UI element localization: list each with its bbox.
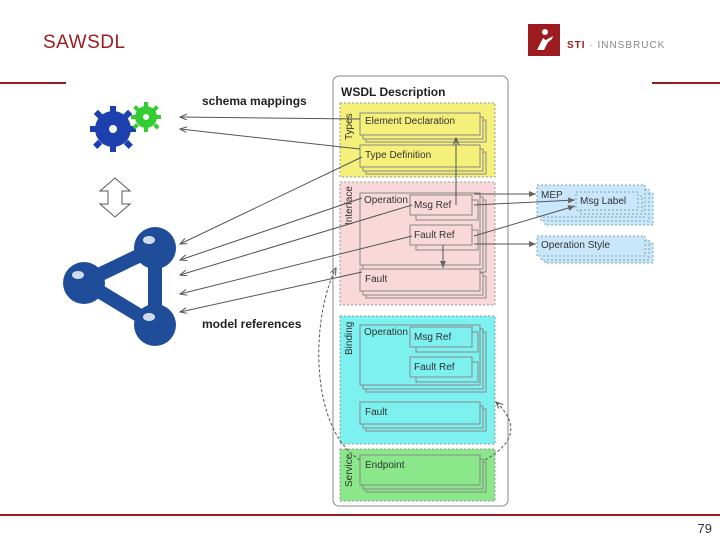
green-gear-icon	[131, 102, 161, 132]
side-box-arrows	[473, 191, 576, 247]
slide-title: SAWSDL	[43, 32, 126, 53]
logo-text: STI · INNSBRUCK	[567, 40, 665, 51]
wsdl-description-title: WSDL Description	[341, 85, 445, 99]
binding-fault-ref-label: Fault Ref	[414, 362, 455, 373]
binding-fault-label: Fault	[365, 407, 387, 418]
service-section: Service Endpoint	[339, 448, 496, 502]
footer-rule	[0, 514, 720, 516]
schema-mappings-label: schema mappings	[202, 94, 307, 108]
msg-label-label: Msg Label	[580, 196, 626, 207]
interface-operation-label: Operation	[364, 195, 408, 206]
binding-msg-ref-label: Msg Ref	[414, 332, 451, 343]
header-rule-left	[0, 82, 66, 84]
interface-fault-label: Fault	[365, 274, 387, 285]
endpoint-label: Endpoint	[365, 460, 405, 471]
model-reference-arrows	[180, 156, 413, 312]
page-number: 79	[697, 521, 712, 536]
header-rule-right	[652, 82, 720, 84]
mep-box: MEP Msg Label	[536, 184, 654, 226]
binding-section: Binding Operation Msg Ref Fault Ref Faul…	[339, 315, 496, 445]
operation-style-label: Operation Style	[541, 240, 610, 251]
mep-label: MEP	[541, 190, 563, 201]
logo-city: INNSBRUCK	[597, 40, 666, 51]
logo-separator: ·	[585, 40, 598, 51]
model-references-label: model references	[202, 317, 302, 331]
interface-fault-ref-label: Fault Ref	[414, 230, 455, 241]
types-section: Types Element Declaration Type Definitio…	[339, 102, 496, 178]
binding-operation-label: Operation	[364, 327, 408, 338]
binding-label: Binding	[344, 322, 355, 355]
bidirectional-arrow-icon	[98, 177, 132, 218]
types-label: Types	[344, 113, 355, 140]
interface-label: Interface	[344, 186, 355, 225]
operation-style-box: Operation Style	[536, 235, 654, 264]
interface-section: Interface Operation Msg Ref Fault Ref Fa…	[339, 181, 496, 306]
logo-brand: STI	[567, 40, 586, 51]
ontology-icon	[63, 227, 176, 346]
service-label: Service	[344, 453, 355, 487]
sti-logo-icon	[528, 24, 560, 56]
blue-gear-icon	[90, 106, 136, 152]
interface-msg-ref-label: Msg Ref	[414, 200, 451, 211]
type-definition-label: Type Definition	[365, 150, 431, 161]
element-declaration-label: Element Declaration	[365, 116, 455, 127]
schema-mapping-arrows	[180, 117, 361, 150]
internal-reference-arrows	[318, 138, 512, 461]
